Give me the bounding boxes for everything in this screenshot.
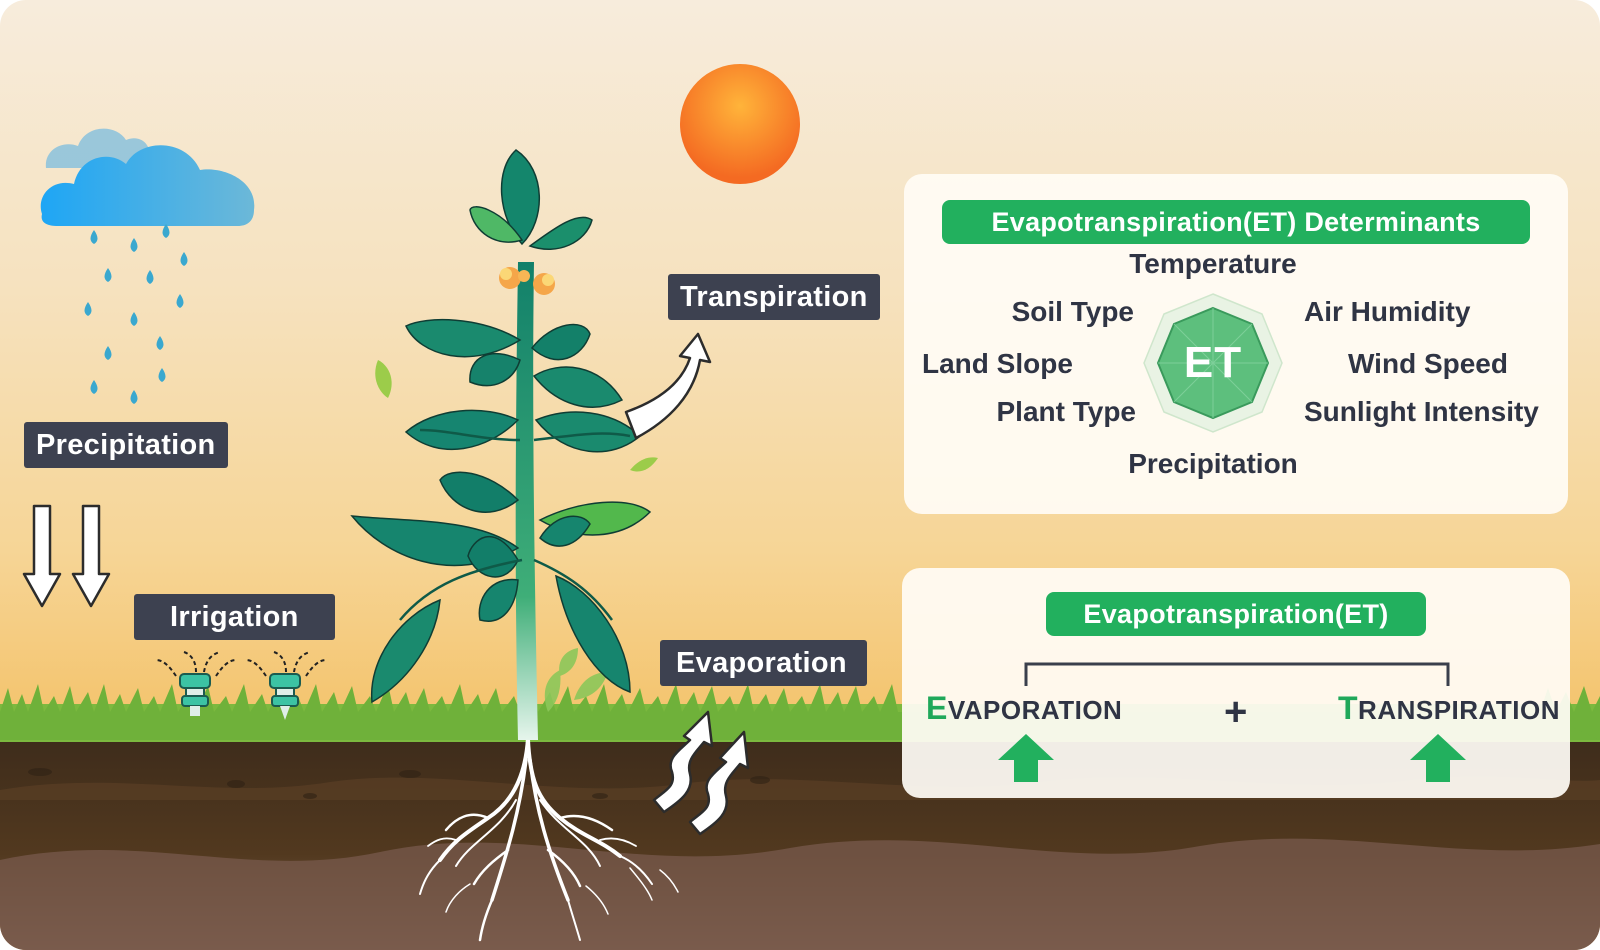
precipitation-label: Precipitation [24, 422, 228, 468]
evaporation-label: Evaporation [660, 640, 867, 686]
falling-leaf-icon [630, 457, 658, 472]
transpiration-increase-icon [1410, 734, 1466, 782]
factor-land-slope: Land Slope [922, 348, 1073, 379]
sun-icon [680, 64, 800, 184]
factor-temperature: Temperature [1129, 248, 1297, 279]
determinants-panel: Evapotranspiration(ET) Determinants ET T… [904, 174, 1568, 514]
evaporation-term: EVAPORATION [926, 692, 1122, 726]
sprout-icon [544, 648, 608, 712]
et-formula-panel: Evapotranspiration(ET) EVAPORATION + TRA… [902, 568, 1570, 798]
falling-leaf-icon [375, 360, 392, 398]
factor-air-humidity: Air Humidity [1304, 296, 1471, 327]
irrigation-label: Irrigation [134, 594, 335, 640]
flower-icon [499, 267, 555, 295]
sprinkler-icon [245, 651, 327, 720]
evaporation-increase-icon [998, 734, 1054, 782]
et-bracket [1024, 662, 1450, 686]
raindrops [84, 224, 188, 404]
evaporation-rest: VAPORATION [947, 695, 1123, 725]
et-formula-title: Evapotranspiration(ET) [1046, 592, 1426, 636]
factor-soil-type: Soil Type [1011, 296, 1134, 327]
factor-sunlight-intensity: Sunlight Intensity [1304, 396, 1539, 427]
transpiration-label: Transpiration [668, 274, 880, 320]
transpiration-term: TRANSPIRATION [1338, 692, 1560, 726]
factor-wind-speed: Wind Speed [1348, 348, 1508, 379]
plus-operator: + [1224, 690, 1248, 734]
plant-leaves-icon [350, 149, 652, 704]
factor-plant-type: Plant Type [996, 396, 1136, 427]
evaporation-arrows-icon [652, 710, 750, 836]
plant-stem [515, 262, 538, 740]
et-badge-icon [1143, 293, 1283, 433]
factor-precipitation: Precipitation [1128, 448, 1298, 479]
evaporation-initial: E [926, 690, 948, 726]
transpiration-rest: RANSPIRATION [1358, 695, 1561, 725]
roots-icon [419, 736, 679, 942]
transpiration-arrow-icon [624, 332, 712, 440]
transpiration-initial: T [1338, 690, 1359, 726]
determinants-title: Evapotranspiration(ET) Determinants [942, 200, 1530, 244]
precipitation-arrows-icon [22, 504, 111, 608]
rain-cloud-icon [40, 128, 255, 226]
et-badge-label: ET [1183, 338, 1243, 387]
sprinkler-icon [155, 651, 237, 716]
